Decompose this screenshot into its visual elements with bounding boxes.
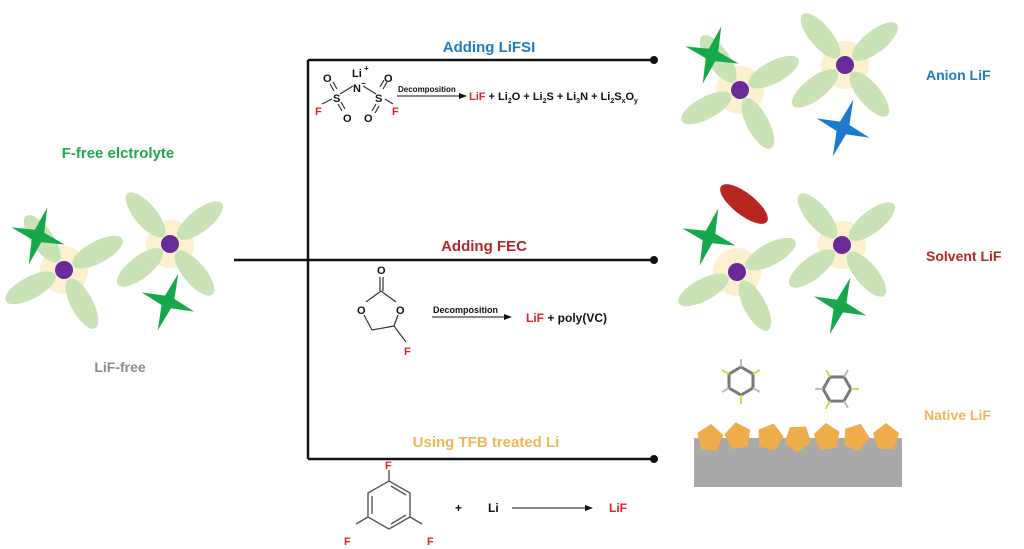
atom-f: F bbox=[385, 460, 392, 472]
product-lif: LiF bbox=[526, 311, 544, 325]
atom-o: O bbox=[343, 113, 352, 125]
arrow-label: Decomposition bbox=[433, 305, 498, 315]
solvent-molecule bbox=[171, 194, 229, 247]
atom-charge-minus: − bbox=[361, 79, 366, 88]
atom-n: N bbox=[353, 83, 361, 95]
atom-o: O bbox=[384, 73, 393, 85]
lif-crystal bbox=[724, 422, 751, 450]
lif-crystal bbox=[873, 423, 899, 449]
solvent-molecule bbox=[119, 186, 172, 244]
tfb-stick-molecule bbox=[815, 369, 859, 410]
lif-crystal bbox=[844, 423, 870, 452]
lif-crystal bbox=[697, 424, 724, 451]
atom-f: F bbox=[404, 346, 411, 358]
atom-o: O bbox=[396, 305, 405, 317]
atom-o: O bbox=[364, 113, 373, 125]
products-equation: LiF + Li2O + Li2S + Li3N + Li2SxOy bbox=[469, 91, 638, 105]
li-ion bbox=[731, 81, 749, 99]
route-lifsi: Adding LiFSI Li + N − S S O O O O F F bbox=[315, 39, 638, 125]
products-equation: LiF + poly(VC) bbox=[526, 311, 607, 325]
atom-f: F bbox=[344, 536, 351, 548]
result-label: Native LiF bbox=[924, 407, 991, 423]
branch-end-dot bbox=[650, 56, 658, 64]
lif-crystal bbox=[813, 423, 840, 450]
atom-f: F bbox=[315, 106, 322, 118]
solvent-molecule bbox=[168, 244, 221, 302]
lifsi-molecule: Li + N − S S O O O O F F bbox=[315, 64, 399, 125]
route-fec: Adding FEC O O O F Decomposition LiF + p… bbox=[357, 238, 607, 358]
solvent-molecule bbox=[111, 241, 169, 294]
route-label: Adding LiFSI bbox=[443, 39, 535, 56]
solvation-cluster bbox=[786, 7, 904, 123]
tfb-stick-molecule bbox=[721, 359, 761, 404]
atom-o: O bbox=[357, 305, 366, 317]
branch-connector bbox=[234, 58, 654, 461]
lif-crystal-layer bbox=[697, 422, 899, 453]
li-ion bbox=[836, 56, 854, 74]
route-tfb: Using TFB treated Li F F F + Li LiF bbox=[344, 434, 627, 548]
solvation-cluster bbox=[111, 186, 229, 302]
atom-li: Li bbox=[352, 68, 362, 80]
product-lif: LiF bbox=[609, 501, 627, 515]
atom-f: F bbox=[427, 536, 434, 548]
tfb-molecule: F F F bbox=[344, 460, 434, 548]
arrow-label: Decomposition bbox=[398, 85, 456, 94]
atom-charge-plus: + bbox=[364, 64, 369, 73]
anion-lif-panel: Anion LiF bbox=[676, 7, 991, 166]
native-lif-panel: Native LiF bbox=[694, 359, 991, 487]
product-lif: LiF bbox=[469, 91, 486, 103]
atom-o: O bbox=[377, 265, 386, 277]
solvation-cluster bbox=[783, 187, 901, 303]
route-label: Using TFB treated Li bbox=[413, 434, 560, 451]
left-panel: F-free elctrolyte LiF-free bbox=[0, 145, 229, 375]
solvation-cluster bbox=[0, 198, 128, 334]
result-label: Solvent LiF bbox=[926, 248, 1002, 264]
fec-molecule: O O O F bbox=[357, 265, 411, 358]
li-ion bbox=[833, 236, 851, 254]
plus-sign: + bbox=[455, 501, 462, 515]
solvation-cluster bbox=[673, 199, 801, 336]
lif-crystal bbox=[758, 423, 784, 451]
fec-molecule-shape bbox=[720, 184, 768, 224]
lif-crystal bbox=[784, 426, 811, 453]
left-title: F-free elctrolyte bbox=[62, 145, 175, 162]
li-ion bbox=[55, 261, 73, 279]
atom-s: S bbox=[333, 93, 340, 105]
li-ion bbox=[161, 235, 179, 253]
branch-end-dot bbox=[650, 455, 658, 463]
atom-f: F bbox=[392, 106, 399, 118]
li-ion bbox=[728, 263, 746, 281]
left-caption: LiF-free bbox=[94, 359, 146, 375]
atom-s: S bbox=[375, 93, 382, 105]
reactant-li: Li bbox=[488, 501, 499, 515]
solvent-lif-panel: Solvent LiF bbox=[673, 184, 1002, 344]
solvation-cluster bbox=[676, 17, 804, 154]
route-label: Adding FEC bbox=[441, 238, 527, 255]
branch-end-dot bbox=[650, 256, 658, 264]
atom-o: O bbox=[323, 73, 332, 85]
result-label: Anion LiF bbox=[926, 67, 991, 83]
